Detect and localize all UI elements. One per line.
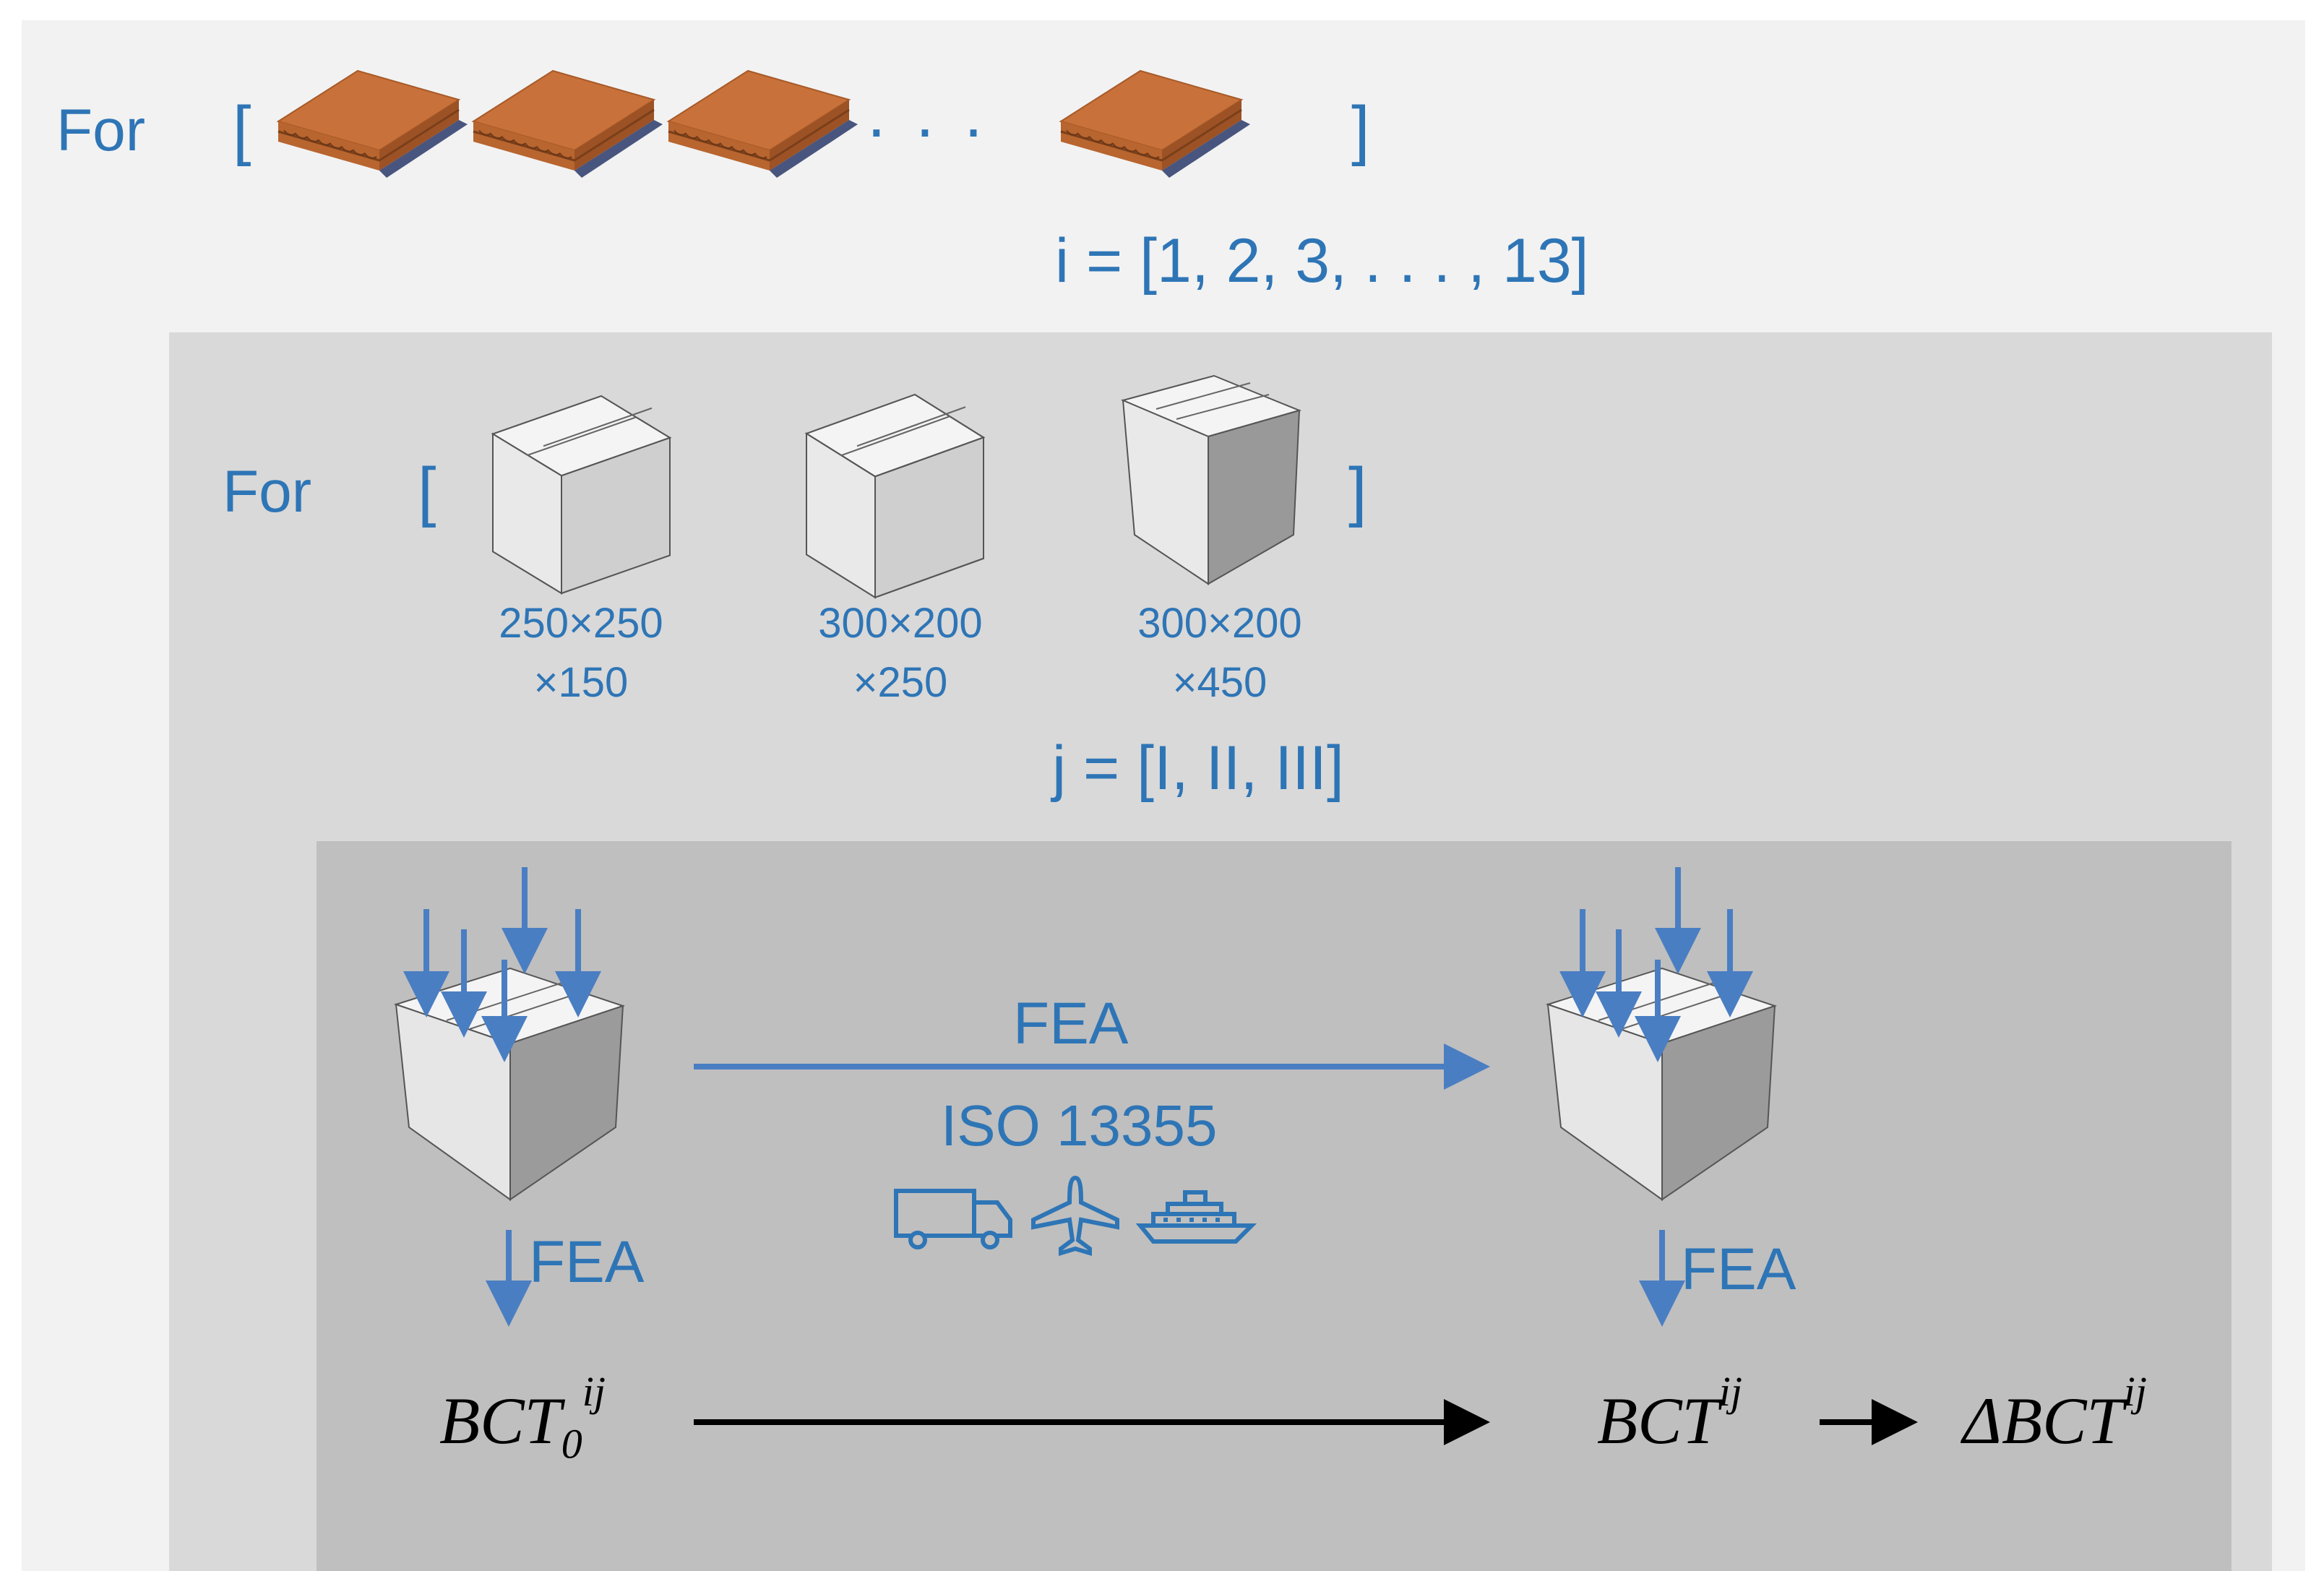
box-dimension-label: 300×200 ×450	[1111, 594, 1328, 713]
outer-open-bracket: [	[233, 93, 251, 167]
box-icon	[805, 393, 985, 598]
fea-left-label: FEA	[529, 1229, 645, 1295]
bct-after-label: BCTij	[1597, 1370, 1742, 1454]
bct-base: BCT	[439, 1384, 561, 1458]
fea-top-label: FEA	[1013, 991, 1129, 1056]
delta-bct-superscript: ij	[2123, 1367, 2147, 1415]
middle-open-bracket: [	[418, 455, 436, 528]
fea-right-label: FEA	[1681, 1236, 1796, 1302]
airplane-icon	[1031, 1175, 1119, 1257]
outer-ellipsis: . . .	[867, 77, 989, 151]
load-arrows-right	[1559, 867, 1753, 1062]
inner-process-panel	[317, 841, 2232, 1571]
middle-close-bracket: ]	[1348, 455, 1367, 528]
corrugated-board-icon	[667, 69, 859, 179]
corrugated-board-icon	[277, 69, 469, 179]
bct-subscript: 0	[561, 1420, 582, 1468]
box-icon	[1120, 374, 1302, 585]
delta-bct-label: ΔBCTij	[1963, 1370, 2147, 1454]
outer-for-label: For	[56, 98, 145, 163]
loaded-box-initial-icon	[393, 967, 626, 1201]
ship-icon	[1135, 1190, 1257, 1244]
loaded-box-deformed-icon	[1545, 967, 1778, 1201]
iso-standard-label: ISO 13355	[941, 1093, 1218, 1158]
corrugated-board-icon	[1059, 69, 1252, 179]
box-dim-line1: 250×250	[499, 600, 663, 647]
bct-superscript: ij	[582, 1367, 606, 1415]
box-dim-line1: 300×200	[818, 600, 983, 647]
outer-index-label: i = [1, 2, 3, . . . , 13]	[1055, 226, 1589, 296]
box-dim-line2: ×150	[533, 659, 629, 706]
truck-icon	[894, 1189, 1012, 1249]
corrugated-board-icon	[472, 69, 664, 179]
outer-close-bracket: ]	[1351, 93, 1370, 167]
box-icon	[491, 395, 671, 595]
middle-index-label: j = [I, II, III]	[1052, 733, 1344, 803]
load-arrows-left	[403, 867, 601, 1062]
box-dimension-label: 300×200 ×250	[792, 594, 1009, 713]
box-dim-line1: 300×200	[1137, 600, 1302, 647]
box-dim-line2: ×250	[853, 659, 948, 706]
bct-initial-label: BCT0ij	[439, 1370, 606, 1464]
box-dim-line2: ×450	[1172, 659, 1268, 706]
box-dimension-label: 250×250 ×150	[473, 594, 689, 713]
delta-bct-base: ΔBCT	[1963, 1384, 2124, 1458]
middle-for-label: For	[223, 459, 311, 525]
bct-base: BCT	[1597, 1384, 1719, 1458]
bct-superscript: ij	[1718, 1367, 1742, 1415]
